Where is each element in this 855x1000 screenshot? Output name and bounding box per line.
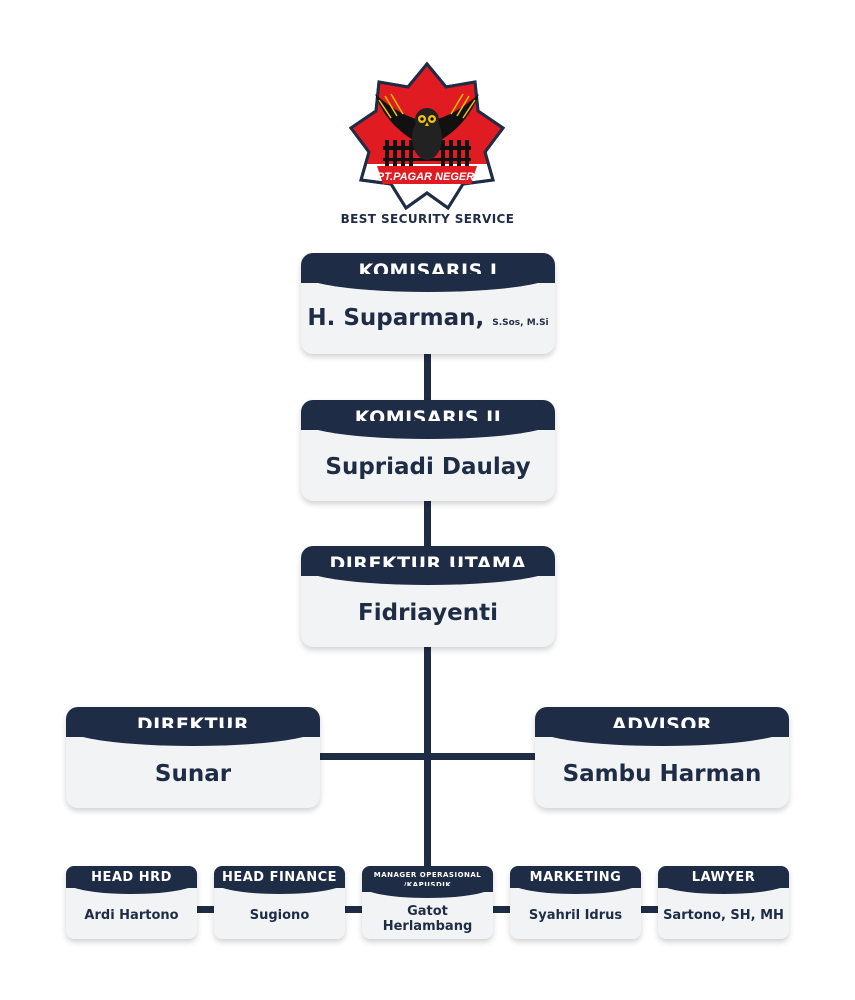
card-lawyer: LAWYER Sartono, SH, MH [658,866,789,939]
company-logo: PT.PAGAR NEGERI [347,60,507,211]
card-direktur-utama: DIREKTUR UTAMA Fidriayenti [301,546,555,647]
card-name: Sambu Harman [562,761,762,787]
owl-badge-icon: PT.PAGAR NEGERI [348,61,506,211]
card-name: Sunar [154,761,232,787]
card-title: MARKETING [510,866,641,894]
connector-k1-k2 [424,352,431,402]
person-name: H. Suparman, [307,305,485,331]
connector-du-trunk [424,646,431,908]
card-name: Sartono, SH, MH [663,908,784,923]
card-name: Fidriayenti [358,600,498,626]
card-title: DIREKTUR [66,707,320,746]
card-komisaris-1: KOMISARIS I H. Suparman, S.Sos, M.Si [301,253,555,354]
connector-direktur-advisor [320,753,536,760]
card-komisaris-2: KOMISARIS II Supriadi Daulay [301,400,555,501]
logo-brand-text: PT.PAGAR NEGERI [377,171,478,183]
name-line-2: Herlambang [382,919,473,934]
card-marketing: MARKETING Syahril Idrus [510,866,641,939]
name-line-1: Gatot [407,904,448,919]
card-title: KOMISARIS II [301,400,555,439]
card-title: ADVISOR [535,707,789,746]
card-head-finance: HEAD FINANCE Sugiono [214,866,345,939]
card-title: DIREKTUR UTAMA [301,546,555,585]
card-direktur: DIREKTUR Sunar [66,707,320,808]
card-title: HEAD FINANCE [214,866,345,894]
card-name: Ardi Hartono [84,908,179,923]
card-manager-operasional: MANAGER OPERASIONAL /KAPUSDIK Gatot Herl… [362,866,493,939]
connector-k2-du [424,500,431,550]
card-name: Supriadi Daulay [325,454,531,480]
card-title: KOMISARIS I [301,253,555,292]
logo-tagline: BEST SECURITY SERVICE [340,212,515,226]
card-title: LAWYER [658,866,789,894]
title-line-1: MANAGER OPERASIONAL [373,871,482,879]
card-name: H. Suparman, S.Sos, M.Si [301,305,555,331]
card-head-hrd: HEAD HRD Ardi Hartono [66,866,197,939]
card-title: HEAD HRD [66,866,197,894]
card-name: Sugiono [249,908,310,923]
card-title: MANAGER OPERASIONAL /KAPUSDIK [362,866,493,898]
card-name: Gatot Herlambang [362,904,493,934]
person-degree: S.Sos, M.Si [492,318,549,328]
title-line-2: /KAPUSDIK [403,881,452,889]
card-advisor: ADVISOR Sambu Harman [535,707,789,808]
card-name: Syahril Idrus [528,908,623,923]
